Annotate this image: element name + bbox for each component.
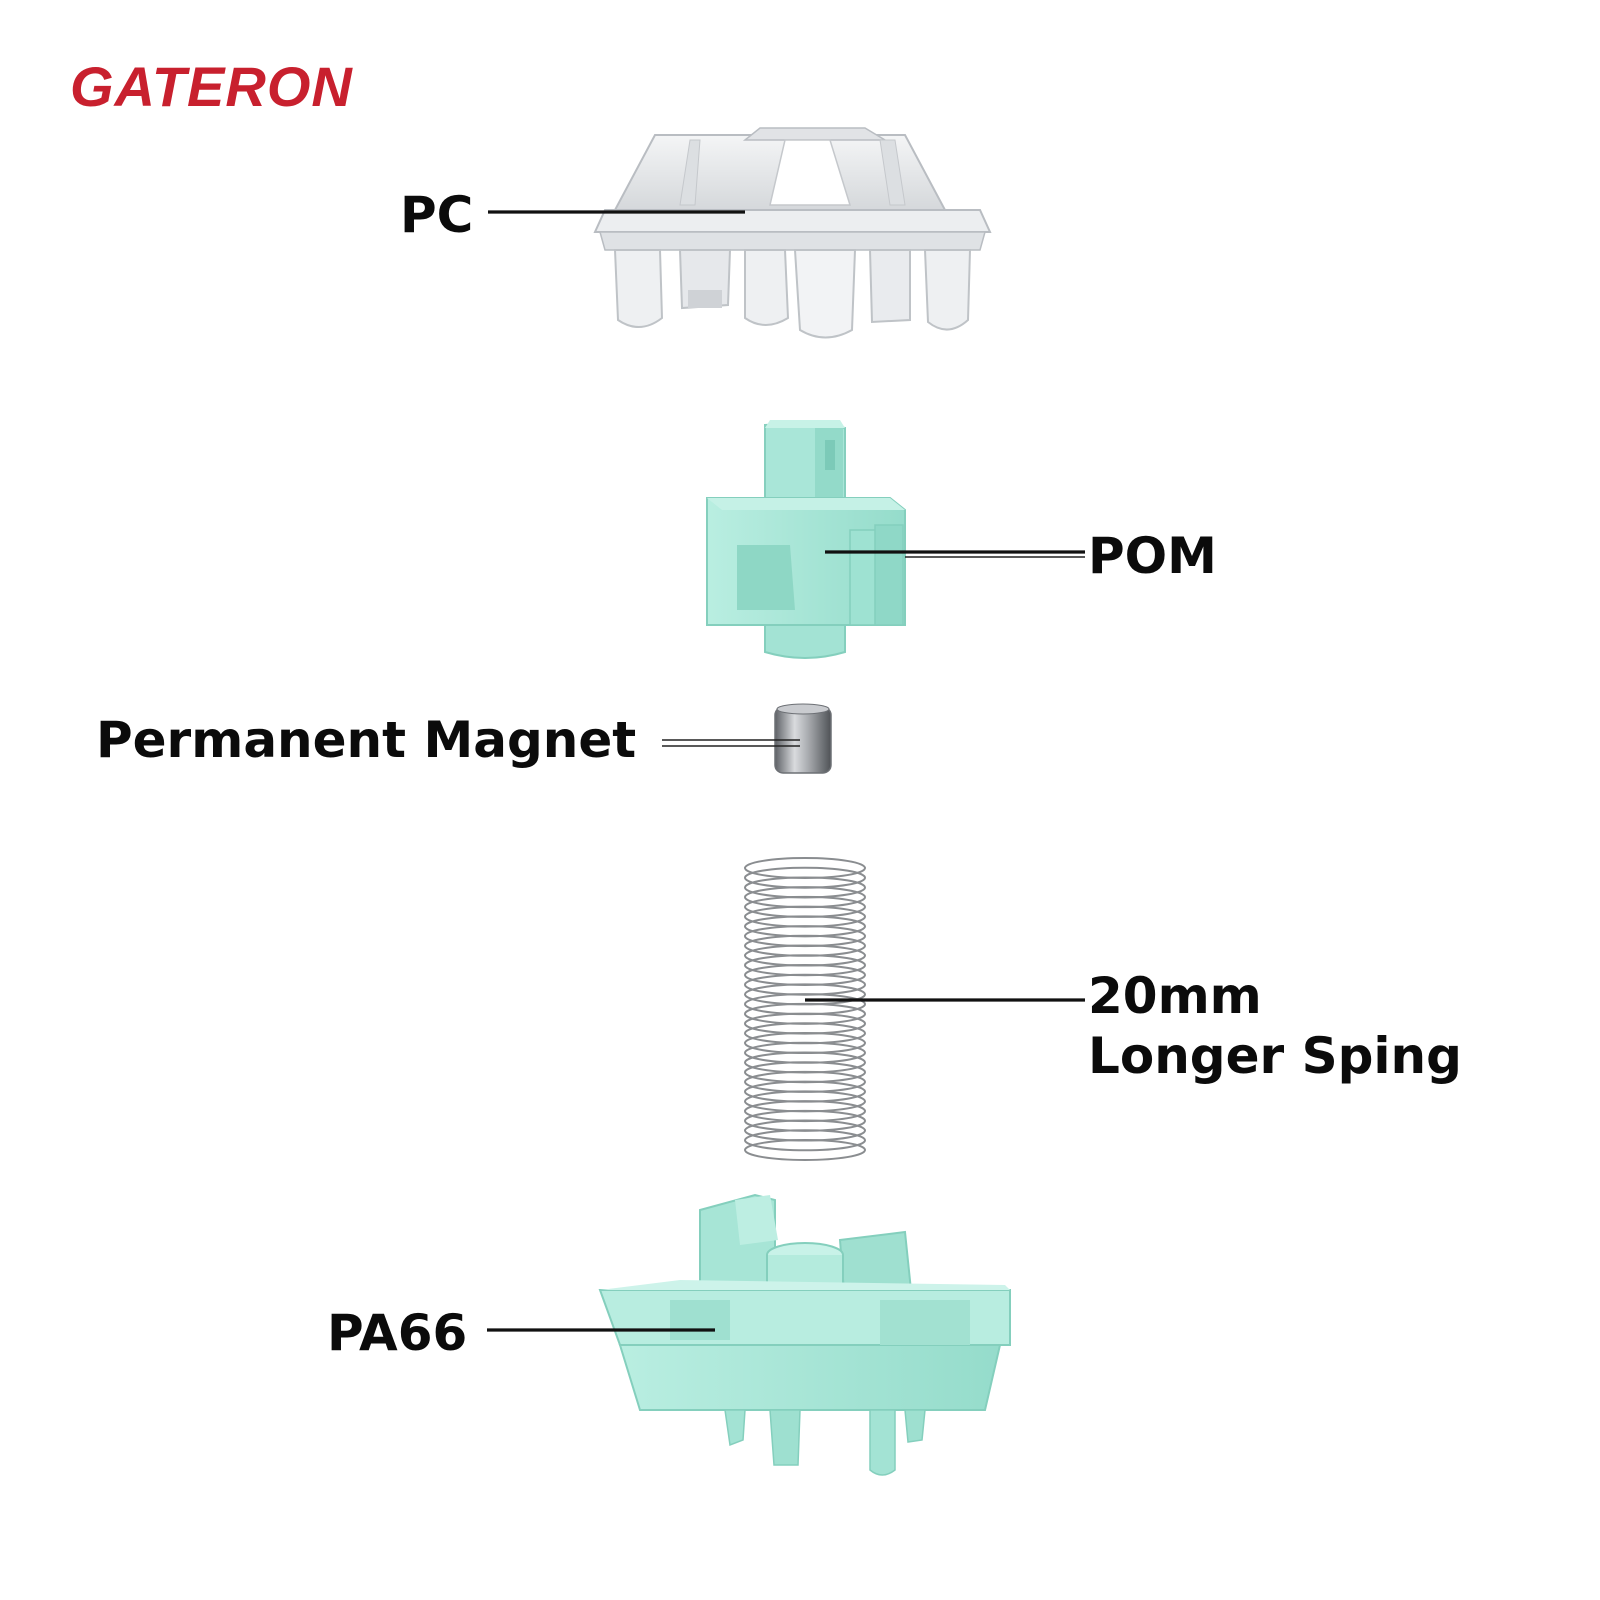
coil-spring [744, 857, 866, 1161]
bottom-housing-pa66 [598, 1193, 1011, 1476]
label-permanent-magnet: Permanent Magnet [96, 711, 636, 769]
spring-coil [744, 1129, 866, 1152]
label-pc: PC [400, 186, 473, 244]
gateron-logo: GATERON [70, 55, 353, 118]
stem-pom [706, 420, 906, 659]
label-spring-description: Longer Sping [1088, 1027, 1462, 1085]
permanent-magnet [774, 703, 832, 774]
label-pom: POM [1088, 527, 1217, 585]
spring-coil [744, 1139, 866, 1161]
label-spring-length: 20mm [1088, 967, 1262, 1025]
top-housing-pc [593, 127, 992, 339]
label-pa66: PA66 [327, 1304, 467, 1362]
